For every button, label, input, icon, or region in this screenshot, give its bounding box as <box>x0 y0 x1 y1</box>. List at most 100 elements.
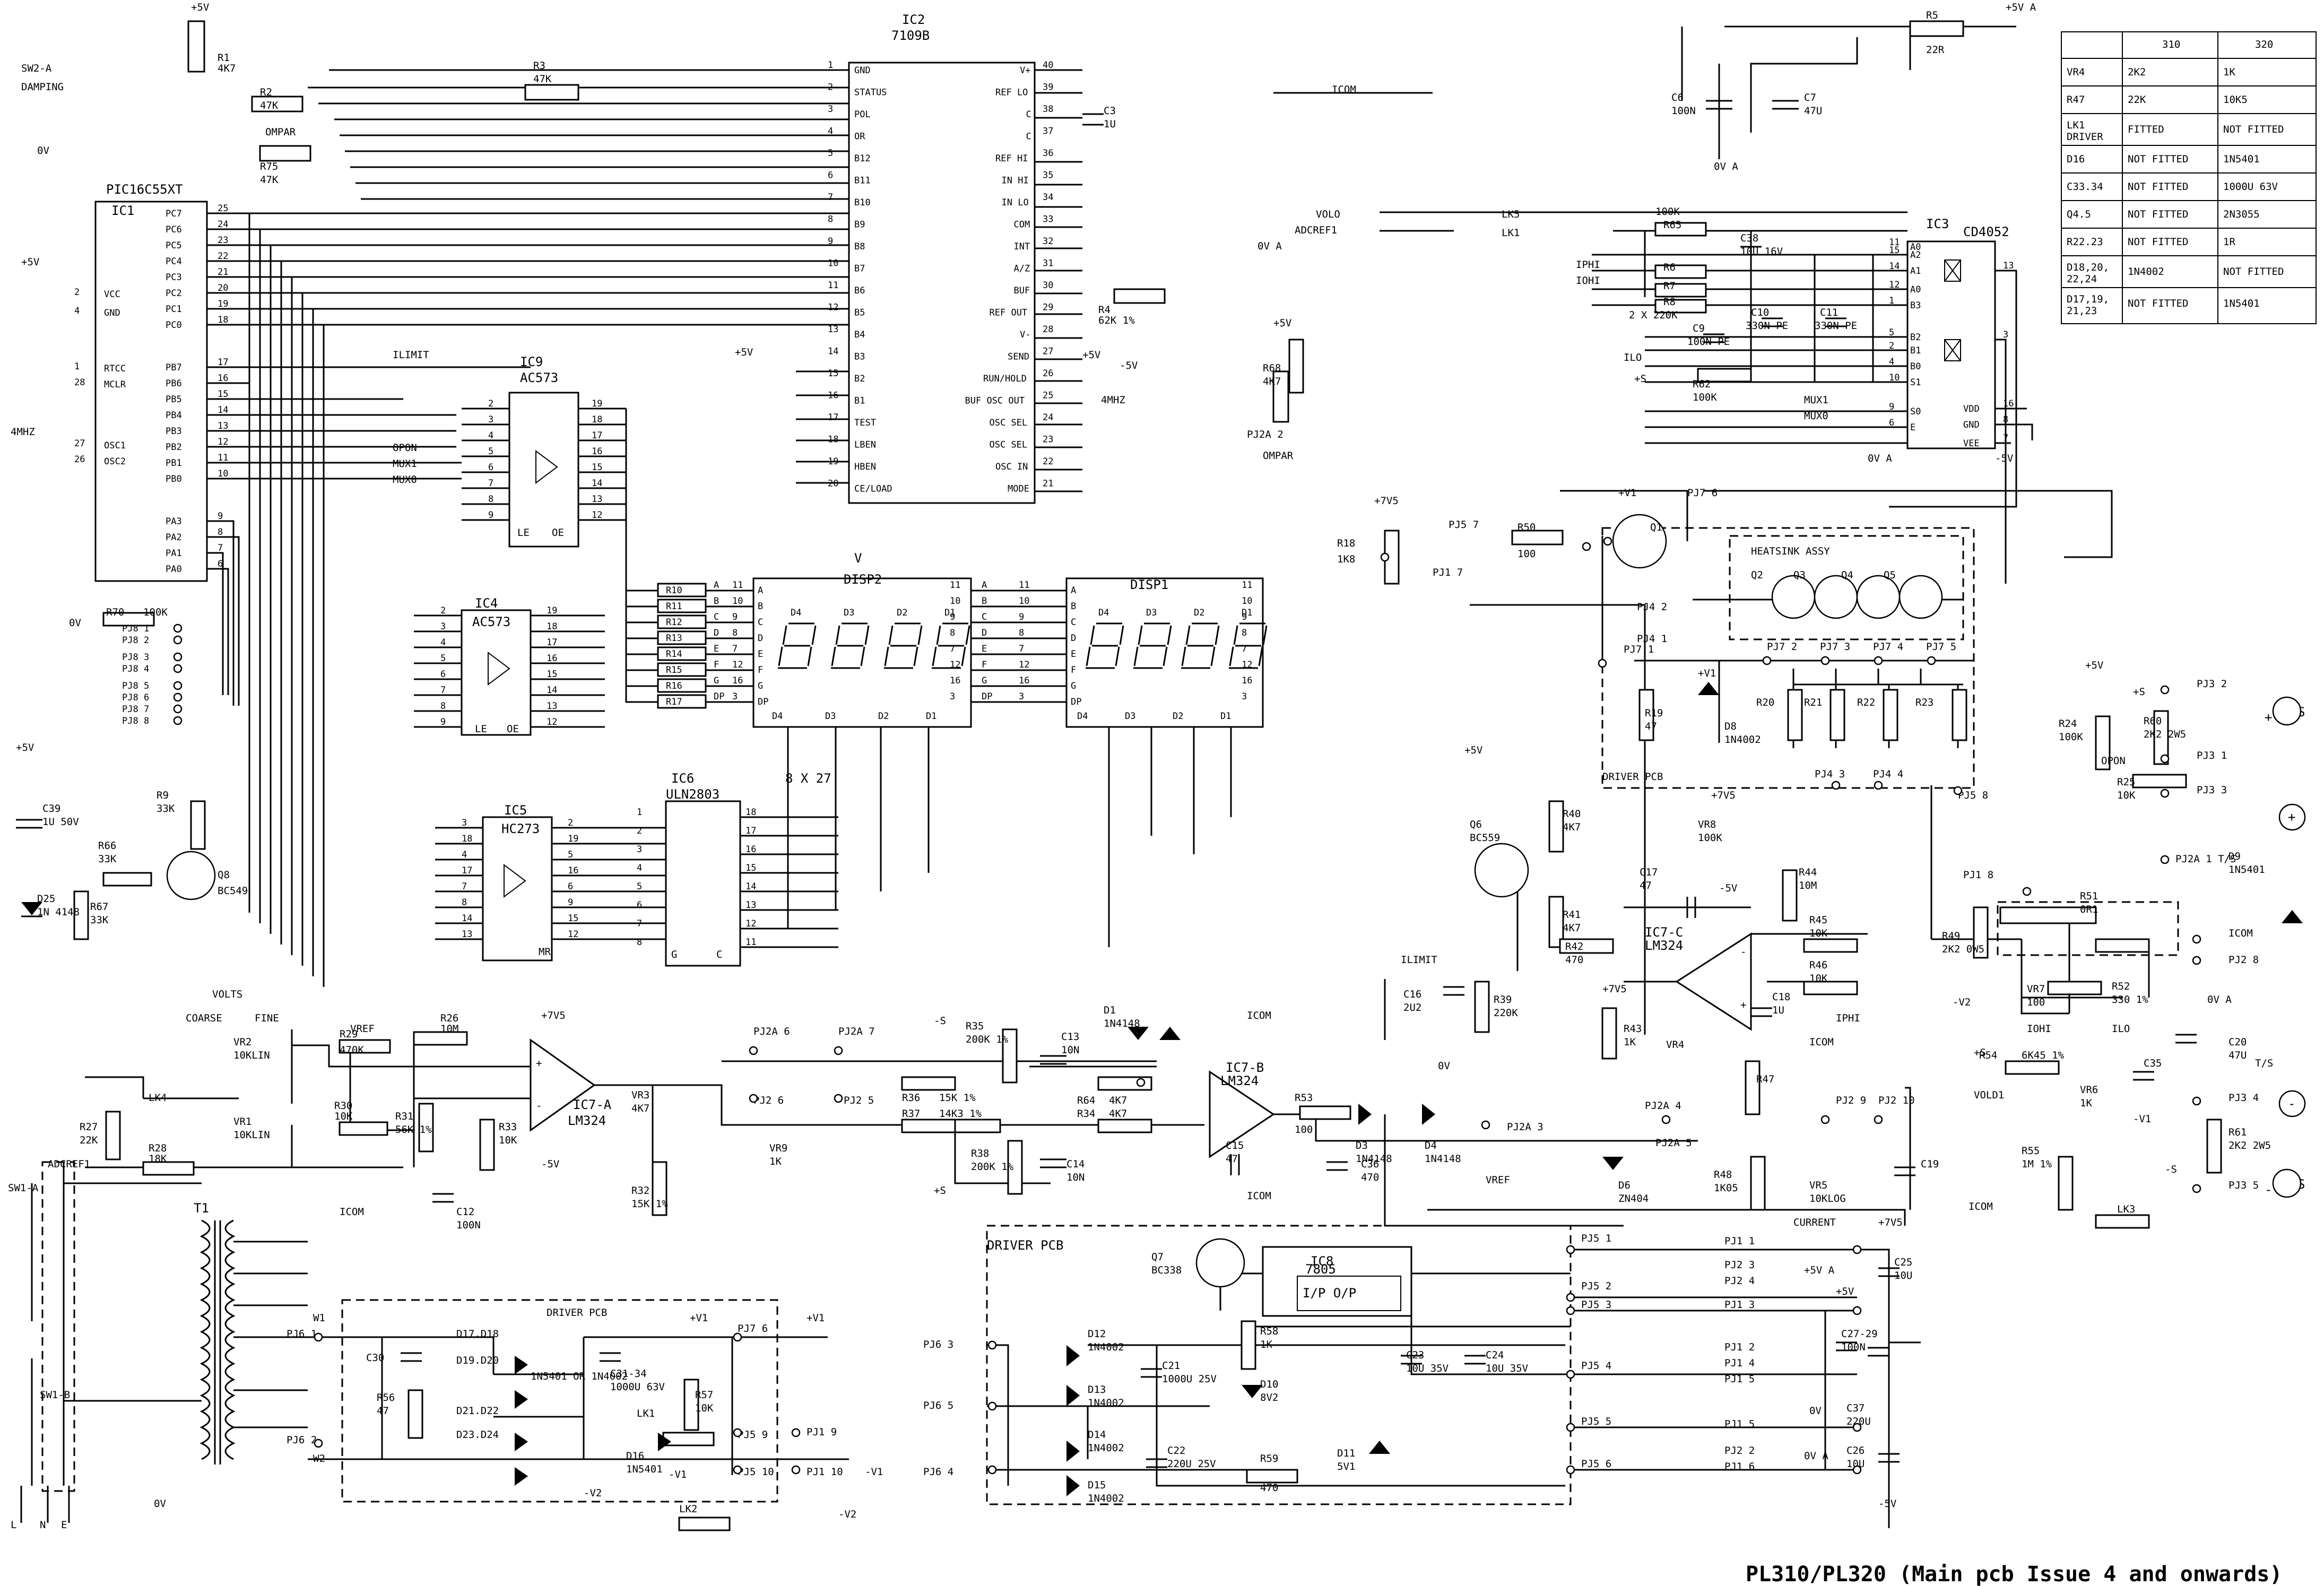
heatsink-assy-box <box>1601 527 1975 789</box>
ic2-pin-number: 19 <box>828 456 838 467</box>
svg-text:IC8: IC8 <box>1311 1254 1333 1269</box>
ic1-pin-name: PB0 <box>166 474 182 484</box>
ic9-pin-number: 19 <box>592 398 602 409</box>
svg-text:VR7: VR7 <box>2027 983 2045 995</box>
svg-text:R62: R62 <box>1693 378 1711 390</box>
ic2-pin-number: 18 <box>828 435 838 445</box>
connector-terminal <box>1481 1120 1490 1130</box>
ic5-pin-number: 4 <box>462 850 467 860</box>
ic2-pin-name: INT <box>1014 241 1030 252</box>
ic2-pin-name: RUN/HOLD <box>983 374 1027 384</box>
connector-terminal <box>1566 1423 1575 1432</box>
svg-text:+5V: +5V <box>1082 349 1100 361</box>
svg-text:C39: C39 <box>42 803 60 814</box>
ic2-pin-name: B10 <box>854 197 871 208</box>
pj8-connector-pin: PJ8 3 <box>122 652 149 663</box>
svg-text:R29: R29 <box>340 1028 358 1040</box>
ic1-pin-name: RTCC <box>104 363 126 374</box>
svg-text:10K: 10K <box>695 1402 714 1414</box>
connector-terminal <box>1603 536 1612 546</box>
ic2-pin-name: GND <box>854 65 871 76</box>
connector-terminal <box>733 1428 742 1437</box>
svg-text:LK1: LK1 <box>637 1408 655 1419</box>
display-pin-number: 3 <box>1242 691 1247 702</box>
svg-text:+S: +S <box>1974 1047 1986 1059</box>
svg-text:PJ2 3: PJ2 3 <box>1724 1259 1755 1271</box>
ic1-pin-number: 11 <box>218 453 228 463</box>
ic4-pin-number: 5 <box>440 653 446 664</box>
digit-label: D1 <box>944 608 955 618</box>
svg-text:ICOM: ICOM <box>1332 84 1356 96</box>
svg-text:C19: C19 <box>1921 1158 1939 1170</box>
svg-text:FINE: FINE <box>255 1012 279 1024</box>
svg-text:W1: W1 <box>313 1312 325 1324</box>
svg-text:PJ4 2: PJ4 2 <box>1637 601 1667 613</box>
svg-text:R64: R64 <box>1077 1095 1095 1106</box>
svg-text:PJ2A 5: PJ2A 5 <box>1655 1137 1692 1149</box>
ic4-pin-number: 9 <box>440 717 446 727</box>
svg-text:IOHI: IOHI <box>2027 1023 2051 1035</box>
ic5-pin-number: 12 <box>568 929 578 940</box>
svg-text:PJ5 2: PJ5 2 <box>1581 1280 1611 1292</box>
ic3-pin-number: 16 <box>2003 398 2014 409</box>
svg-text:47K: 47K <box>260 174 279 186</box>
resistor-array-label: R10 <box>666 585 682 596</box>
svg-text:PJ1 4: PJ1 4 <box>1724 1357 1755 1369</box>
display-pin-number: 9 <box>1019 612 1024 622</box>
svg-text:IPHI: IPHI <box>1836 1012 1860 1024</box>
svg-text:PJ1 5: PJ1 5 <box>1724 1373 1755 1385</box>
wiring <box>20 25 2150 1528</box>
ic2-pin-number: 16 <box>828 391 838 401</box>
svg-text:1N4002: 1N4002 <box>1088 1442 1124 1454</box>
svg-text:C17: C17 <box>1640 866 1658 878</box>
svg-text:4K7: 4K7 <box>1563 821 1581 833</box>
svg-text:330N PE: 330N PE <box>1815 320 1857 332</box>
table-cell: D17,19, <box>2067 293 2109 305</box>
svg-text:100K: 100K <box>1698 832 1722 844</box>
connector-terminal <box>1852 1465 1862 1475</box>
display-pin-number: 12 <box>1019 660 1029 670</box>
svg-text:-5V: -5V <box>1878 1498 1896 1510</box>
ic2-pin-name: C <box>1026 109 1031 120</box>
ic2-pin-name: V- <box>1020 330 1030 340</box>
segment-letter: G <box>714 675 719 686</box>
svg-text:IC7-C: IC7-C <box>1645 925 1683 940</box>
svg-text:PJ7 2: PJ7 2 <box>1767 641 1797 653</box>
connector-terminal <box>2192 1096 2201 1106</box>
digit-pin-label: D4 <box>772 711 783 722</box>
pj8-terminal <box>173 664 183 673</box>
display-pin-number: 9 <box>1242 612 1247 622</box>
resistor-array-label: R15 <box>666 665 682 675</box>
digit-label: D4 <box>791 608 801 618</box>
svg-text:MR: MR <box>539 946 551 958</box>
svg-text:C38: C38 <box>1740 232 1758 244</box>
svg-text:R3: R3 <box>533 60 545 72</box>
svg-text:R33: R33 <box>499 1121 517 1133</box>
ic4-pin-number: 19 <box>547 605 557 616</box>
svg-text:100N: 100N <box>1671 105 1696 117</box>
display-pin-number: 10 <box>1242 596 1252 606</box>
svg-text:PJ2A 1 T/S: PJ2A 1 T/S <box>2175 853 2236 865</box>
connector-terminal <box>314 1332 323 1342</box>
ic6-pin-number: 11 <box>745 937 756 948</box>
svg-text:IC6: IC6 <box>671 771 694 786</box>
svg-text:D15: D15 <box>1088 1479 1106 1491</box>
svg-text:OE: OE <box>507 723 519 735</box>
svg-text:PJ7 6: PJ7 6 <box>738 1323 768 1334</box>
ic2-pin-number: 30 <box>1043 280 1053 291</box>
ic2-pin-number: 15 <box>828 368 838 379</box>
svg-text:220U 25V: 220U 25V <box>1167 1458 1216 1470</box>
svg-text:47K: 47K <box>260 100 279 111</box>
svg-text:1N 4148: 1N 4148 <box>37 906 80 918</box>
connector-terminal <box>1661 1115 1671 1124</box>
ic5-pin-number: 8 <box>462 897 467 908</box>
driver-pcb-box <box>986 1225 1572 1505</box>
svg-text:10M: 10M <box>440 1023 458 1035</box>
driver-pcb-box-2 <box>341 1299 778 1503</box>
svg-text:PJ6 4: PJ6 4 <box>923 1466 953 1478</box>
svg-text:8V2: 8V2 <box>1260 1392 1278 1403</box>
svg-text:-5V: -5V <box>541 1158 559 1170</box>
display-segment-pin: DP <box>758 697 768 707</box>
display-segment-pin: D <box>1071 633 1076 644</box>
svg-text:R25: R25 <box>2117 776 2135 788</box>
